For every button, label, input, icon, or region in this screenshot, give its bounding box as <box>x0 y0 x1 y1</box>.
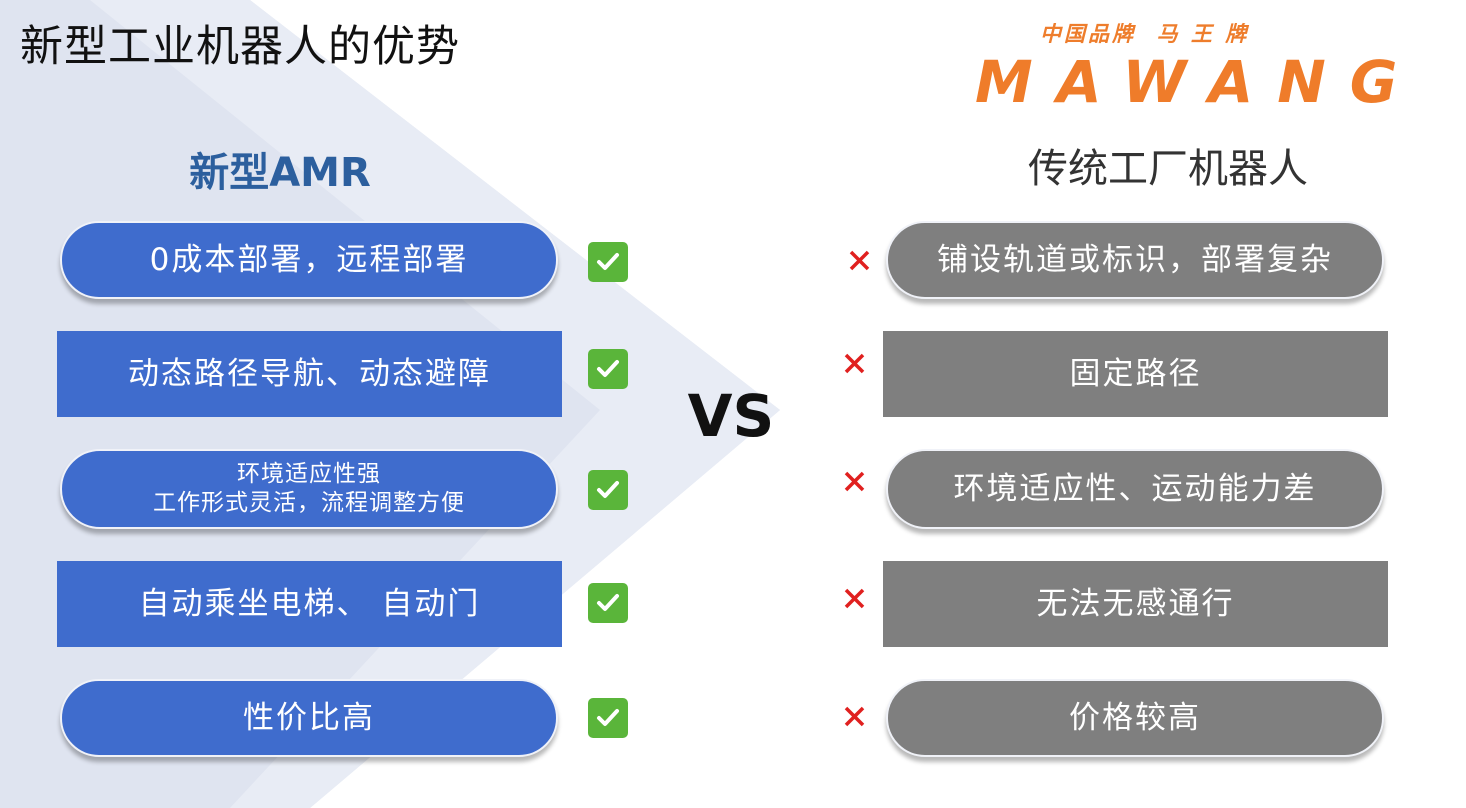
cross-icon <box>842 351 868 377</box>
traditional-heading: 传统工厂机器人 <box>1028 146 1308 192</box>
amr-feature-5: 性价比高 <box>60 679 558 757</box>
traditional-feature-4: 无法无感通行 <box>883 561 1388 647</box>
check-icon <box>588 242 628 282</box>
amr-feature-2: 动态路径导航、动态避障 <box>57 331 562 417</box>
check-icon <box>588 470 628 510</box>
traditional-feature-3: 环境适应性、运动能力差 <box>886 449 1384 529</box>
traditional-feature-5: 价格较高 <box>886 679 1384 757</box>
page-title: 新型工业机器人的优势 <box>20 22 460 72</box>
brand-logo: MAWANG <box>975 48 1422 116</box>
amr-feature-3: 环境适应性强 工作形式灵活，流程调整方便 <box>60 449 558 529</box>
traditional-feature-1: 铺设轨道或标识，部署复杂 <box>886 221 1384 299</box>
brand-tagline: 中国品牌 马 王 牌 <box>1040 22 1250 46</box>
cross-icon <box>842 586 868 612</box>
check-icon <box>588 583 628 623</box>
amr-feature-1: 0成本部署，远程部署 <box>60 221 558 299</box>
traditional-feature-2: 固定路径 <box>883 331 1388 417</box>
check-icon <box>588 698 628 738</box>
amr-feature-4: 自动乘坐电梯、 自动门 <box>57 561 562 647</box>
cross-icon <box>842 469 868 495</box>
cross-icon <box>847 248 873 274</box>
amr-heading: 新型AMR <box>189 150 371 196</box>
cross-icon <box>842 704 868 730</box>
check-icon <box>588 349 628 389</box>
vs-label: VS <box>687 382 775 450</box>
